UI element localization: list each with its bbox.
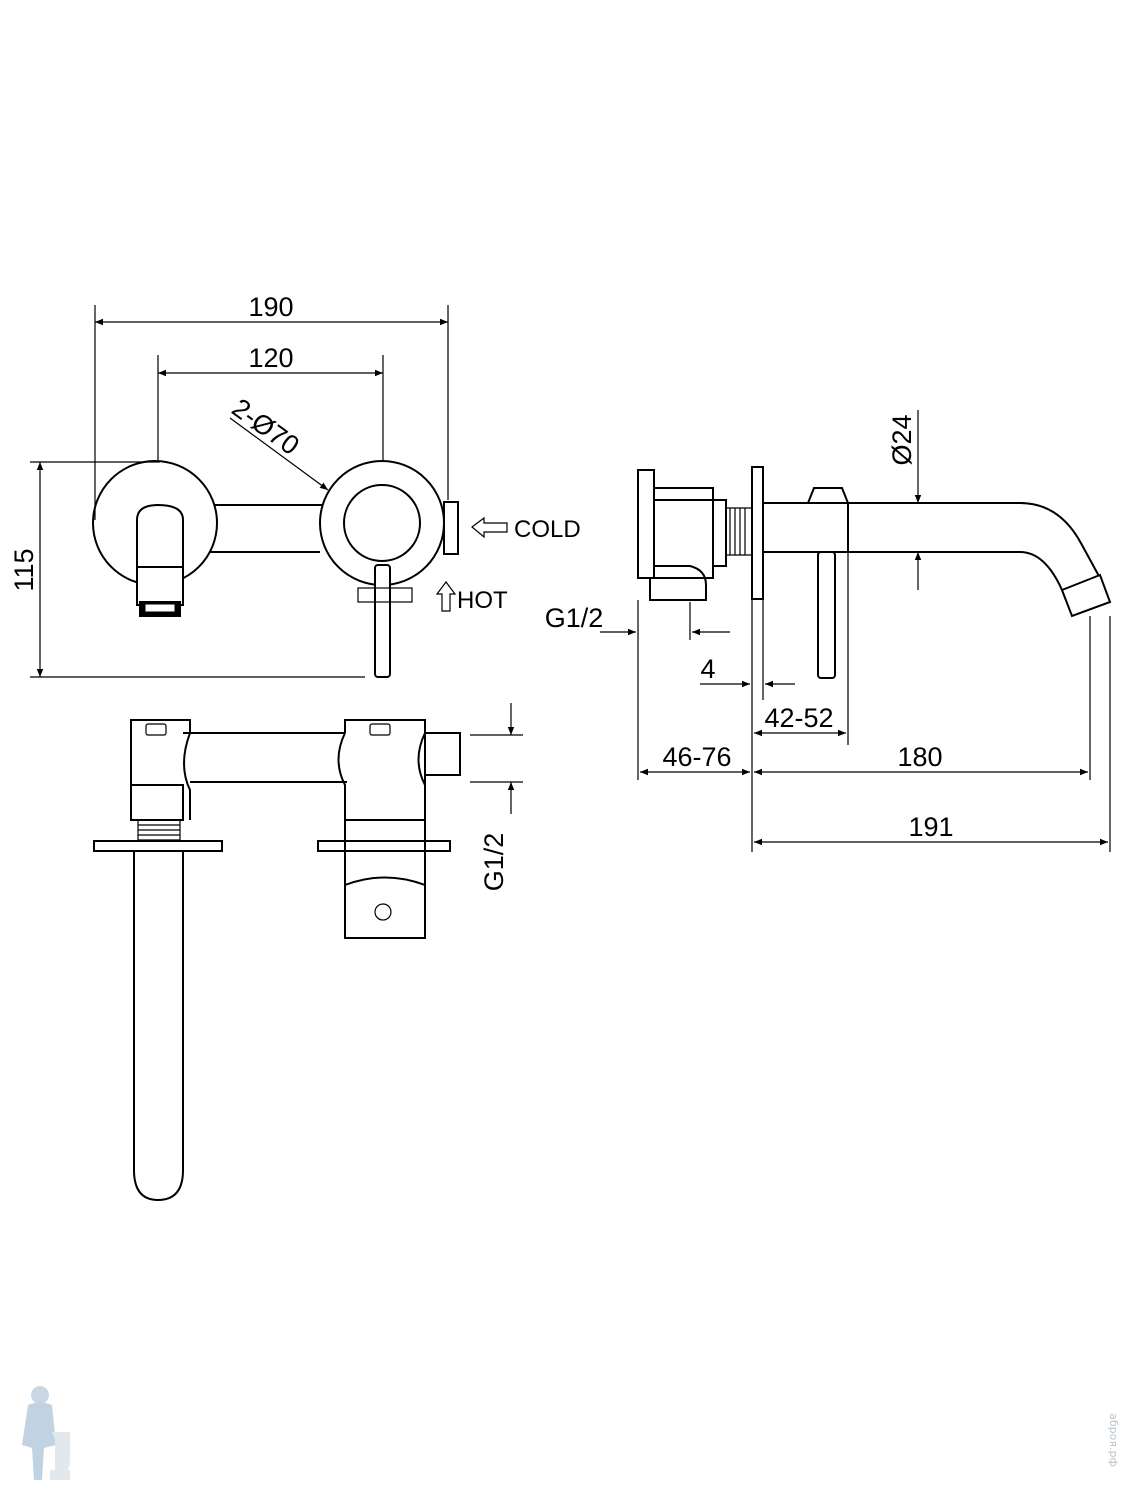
dim-plate-thickness: 4 [700,654,715,684]
mixer-cartridge [344,820,426,939]
dim-mount-range: 42-52 [764,703,833,733]
side-view: Ø24 G1/2 4 42-52 46-76 180 191 [545,410,1112,852]
mixer-lever [374,564,391,678]
connecting-bar-top [215,504,322,553]
handle-body [763,502,849,553]
plumber-logo [22,1386,70,1480]
dim-total-width: 190 [248,292,293,322]
mixer-knob [343,484,421,562]
spout-plate-top [93,840,223,852]
valve-body [654,487,714,579]
dim-center-distance: 120 [248,343,293,373]
hot-arrow-icon [435,581,457,612]
spout-top-edge [848,502,1101,579]
thread-left [137,819,181,841]
valve-body-inner [654,499,727,567]
connecting-bar [206,504,320,553]
dim-plate-diameter: 2-Ø70 [226,393,304,461]
spout-block [130,733,184,821]
watermark-side-text: аброя.рф [1107,1413,1120,1467]
cold-inlet [443,501,459,555]
lever-base [357,587,413,603]
lever-side [817,551,836,679]
dim-wall-depth: 46-76 [662,742,731,772]
spout-pipe-top [133,850,184,1202]
aerator-ring [144,603,176,613]
mixer-block-curve [417,732,426,786]
dim-thread-top: G1/2 [479,833,509,892]
thread-side [725,507,753,556]
block-screw [369,723,391,736]
handle-cap [807,487,849,504]
cold-arrow-icon [471,516,508,539]
dim-height: 115 [9,548,39,591]
spout-block-outline [130,719,191,820]
dim-overall-reach: 191 [908,812,953,842]
mixer-block [337,719,461,821]
leader-plate-diameter [229,417,329,491]
block-screw [145,723,167,736]
label-hot: HOT [457,587,508,614]
spout-tip [136,566,184,606]
label-cold: COLD [514,516,581,543]
dim-spout-reach: 180 [897,742,942,772]
rear-flange [637,469,655,579]
cartridge-edge [344,876,426,886]
valve-outlet [649,565,707,601]
top-view: G1/2 [93,703,523,1202]
dim-thread-side: G1/2 [545,603,604,633]
front-view: 190 120 2-Ø70 115 COLD HOT [9,292,581,678]
spout-bottom-edge [848,551,1067,601]
mixer-plate-top [317,840,451,852]
wall-plate-side [751,466,764,600]
dim-spout-diameter: Ø24 [887,414,917,465]
body-bar [183,732,347,783]
spout-aerator-side [1060,573,1112,618]
cartridge-hole [374,903,392,921]
